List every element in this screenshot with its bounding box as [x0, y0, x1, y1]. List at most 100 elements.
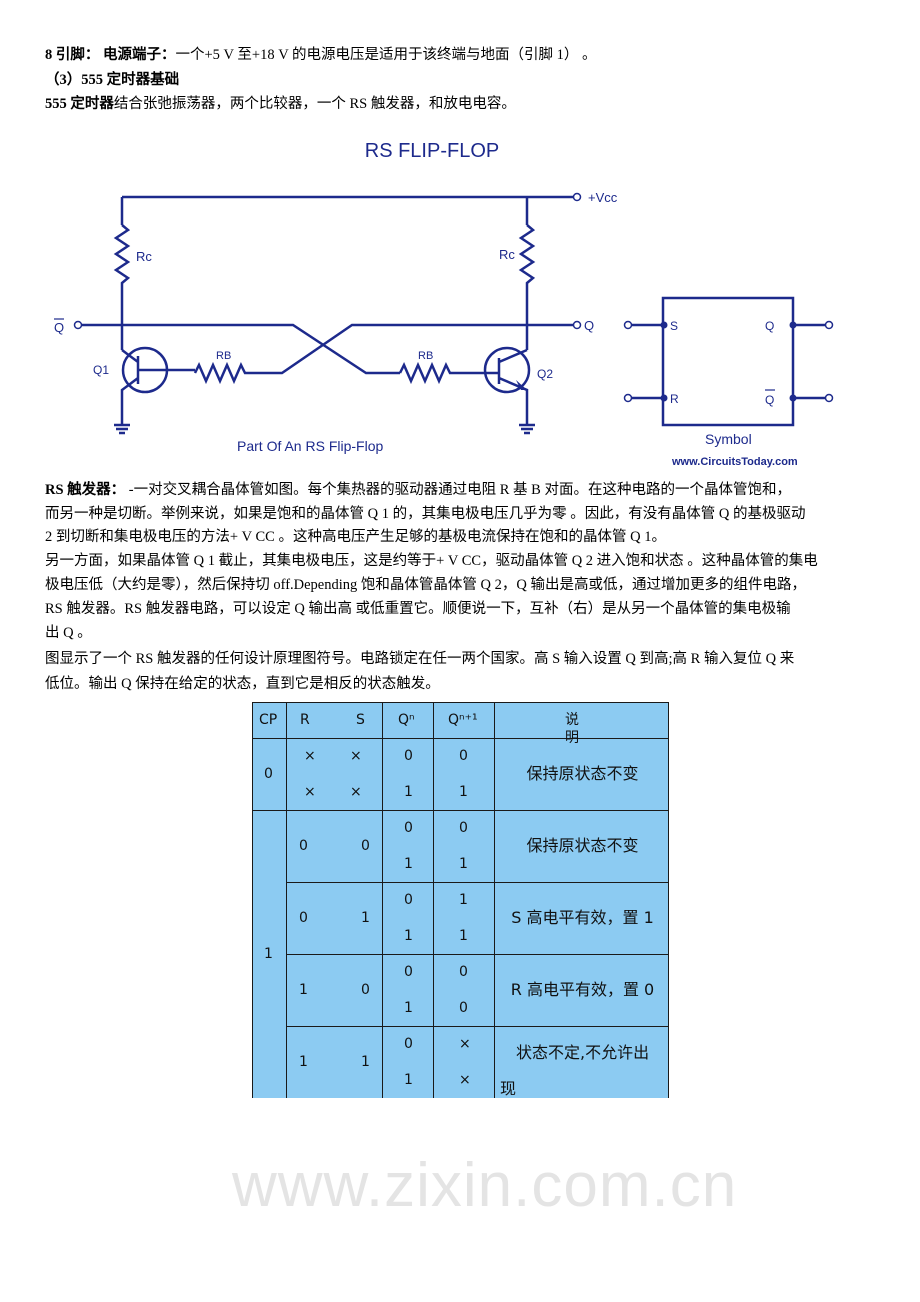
table-cell-r: 0	[299, 838, 308, 854]
table-cell-qn1: 1	[459, 784, 468, 800]
table-cell-s: 1	[361, 1054, 370, 1070]
table-cell-r: ×	[304, 748, 316, 764]
table-header-2: S	[356, 712, 365, 728]
ground-left-icon	[114, 423, 130, 435]
q1-label: Q1	[93, 363, 109, 377]
rc-left-label: Rc	[136, 249, 152, 264]
column-divider	[252, 702, 253, 1098]
figure-caption: Part Of An RS Flip-Flop	[237, 438, 383, 454]
p1-line1: RS 触发器： -一对交叉耦合晶体管如图。每个集热器的驱动器通过电阻 R 基 B…	[45, 480, 791, 500]
table-cell-qn: 1	[404, 856, 413, 872]
table-cell-qn1: 0	[459, 748, 468, 764]
resistor-rc-right	[518, 224, 536, 350]
cross-wires	[82, 323, 574, 375]
timer-intro: 555 定时器结合张弛振荡器，两个比较器，一个 RS 触发器，和放电电容。	[45, 94, 516, 114]
table-cell-desc: 状态不定,不允许出现	[500, 1043, 650, 1098]
column-divider	[286, 702, 287, 1098]
table-cell-qn: 1	[404, 928, 413, 944]
q2-label: Q2	[537, 367, 553, 381]
rs-label: RS 触发器：	[45, 482, 126, 498]
column-divider	[494, 702, 495, 1098]
table-cell-desc: R 高电平有效，置 0	[510, 980, 655, 999]
p3-line2: 低位。输出 Q 保持在给定的状态，直到它是相反的状态触发。	[45, 676, 440, 692]
row-divider	[252, 702, 668, 703]
pin8-text: 一个+5 V 至+18 V 的电源电压是适用于该终端与地面（引脚 1） 。	[175, 47, 597, 63]
table-cell-s: ×	[350, 784, 362, 800]
resistor-rb-right	[398, 361, 455, 385]
resistor-rb-left	[193, 361, 250, 385]
column-divider	[433, 702, 434, 1098]
transistor-q2-icon	[483, 346, 531, 394]
table-cell-s: 0	[361, 982, 370, 998]
p1-line3: 2 到切断和集电极电压的方法+ V CC 。这种高电压产生足够的基极电流保持在饱…	[45, 529, 666, 545]
table-cell-qn1: 0	[459, 964, 468, 980]
table-cell-r: 1	[299, 1054, 308, 1070]
table-cell-s: 0	[361, 838, 370, 854]
rc-right-label: Rc	[499, 247, 515, 262]
table-cell-desc: S 高电平有效，置 1	[511, 908, 654, 927]
table-cell-qn: 1	[404, 1072, 413, 1088]
p2-line1: 另一方面，如果晶体管 Q 1 截止，其集电极电压，这是约等于+ V CC，驱动晶…	[45, 553, 818, 569]
p2-line2: 极电压低（大约是零），然后保持切 off.Depending 饱和晶体管晶体管 …	[45, 577, 806, 593]
table-cell-r: 0	[299, 910, 308, 926]
table-cell-r: ×	[304, 784, 316, 800]
row-divider	[286, 954, 668, 955]
table-header-4: Qⁿ⁺¹	[448, 712, 478, 728]
rb-left-label: RB	[216, 350, 231, 362]
symbol-box	[661, 296, 795, 427]
table-cell-qn1: 1	[459, 856, 468, 872]
table-cell-r: 1	[299, 982, 308, 998]
p2-line4: 出 Q 。	[45, 625, 92, 641]
table-cell-desc: 保持原状态不变	[526, 764, 639, 783]
table-cell-desc: 保持原状态不变	[526, 836, 639, 855]
p1-line2: 而另一种是切断。举例来说，如果是饱和的晶体管 Q 1 的，其集电极电压几乎为零 …	[45, 506, 806, 522]
table-cell-qn1: 1	[459, 892, 468, 908]
table-header-5: 说明	[565, 712, 579, 746]
table-cell-qn: 1	[404, 784, 413, 800]
watermark: www.zixin.com.cn	[232, 1151, 738, 1220]
timer-text: 结合张弛振荡器，两个比较器，一个 RS 触发器，和放电电容。	[113, 96, 516, 112]
symbol-qbar-label: Q	[765, 393, 774, 407]
table-cell-qn: 0	[404, 964, 413, 980]
section-heading: （3）555 定时器基础	[45, 72, 180, 88]
table-background	[252, 702, 668, 1098]
row-divider	[252, 810, 668, 811]
resistor-rc-left	[113, 224, 131, 350]
p3-line1: 图显示了一个 RS 触发器的任何设计原理图符号。电路锁定在任一两个国家。高 S …	[45, 651, 795, 667]
table-cell-qn1: 0	[459, 1000, 468, 1016]
symbol-r-label: R	[670, 392, 679, 406]
table-header-1: R	[300, 712, 310, 728]
figure-title: RS FLIP-FLOP	[365, 140, 499, 162]
table-cell-qn: 0	[404, 1036, 413, 1052]
pin8-line: 8 引脚： 电源端子：一个+5 V 至+18 V 的电源电压是适用于该终端与地面…	[45, 45, 597, 65]
table-cell-qn1: ×	[459, 1072, 471, 1088]
cp-cell: 1	[264, 946, 273, 962]
column-divider	[382, 702, 383, 1098]
vcc-wire	[120, 195, 574, 225]
table-cell-qn: 0	[404, 892, 413, 908]
timer-label: 555 定时器	[45, 96, 114, 112]
symbol-caption: Symbol	[705, 431, 752, 447]
row-divider	[286, 1026, 668, 1027]
qbar-label: Q	[54, 320, 64, 335]
p2-line3: RS 触发器。RS 触发器电路，可以设定 Q 输出高 或低重置它。顺便说一下，互…	[45, 601, 791, 617]
p1-text1: -一对交叉耦合晶体管如图。每个集热器的驱动器通过电阻 R 基 B 对面。在这种电…	[125, 482, 791, 498]
cp-cell: 0	[264, 766, 273, 782]
table-cell-qn: 0	[404, 748, 413, 764]
pin8-label: 8 引脚： 电源端子：	[45, 47, 176, 63]
table-header-3: Qⁿ	[398, 712, 415, 728]
table-cell-qn1: 1	[459, 928, 468, 944]
rb-right-label: RB	[418, 350, 433, 362]
symbol-s-label: S	[670, 319, 678, 333]
vcc-label: +Vcc	[588, 190, 618, 205]
table-cell-qn: 1	[404, 1000, 413, 1016]
symbol-q-label: Q	[765, 319, 774, 333]
ground-right-icon	[519, 423, 535, 435]
table-cell-qn1: 0	[459, 820, 468, 836]
table-cell-s: 1	[361, 910, 370, 926]
table-cell-qn1: ×	[459, 1036, 471, 1052]
column-divider	[668, 702, 669, 1098]
table-cell-s: ×	[350, 748, 362, 764]
table-cell-qn: 0	[404, 820, 413, 836]
q-label: Q	[584, 318, 594, 333]
